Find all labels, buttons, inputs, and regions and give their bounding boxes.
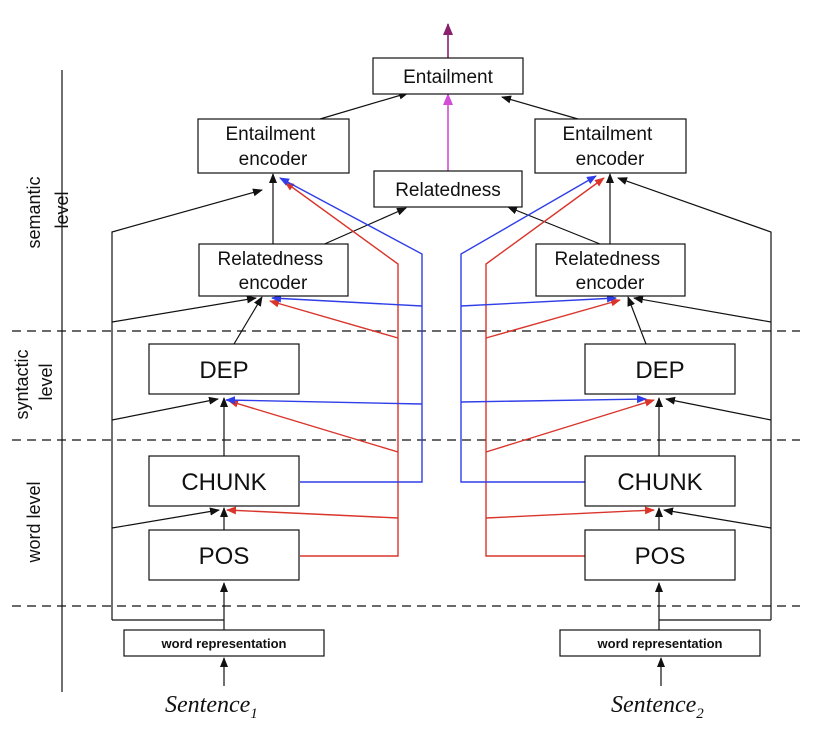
left-pos-red-to-rel-enc <box>269 299 399 339</box>
svg-text:Relatedness: Relatedness <box>395 180 501 201</box>
svg-text:word representation: word representation <box>161 636 287 651</box>
right-pos-red-to-dep <box>485 398 655 453</box>
right-bypass-to-dep <box>665 396 772 421</box>
right-entail-enc-to-entailment-arrow <box>501 95 579 120</box>
left-dep-to-rel-enc-arrow <box>233 296 263 345</box>
left-pos-red-trunk <box>284 181 399 557</box>
left-bypass-line <box>111 188 263 620</box>
left-entailment-encoder-node: Entailment encoder <box>197 118 350 174</box>
left-chunk-node: CHUNK <box>148 455 300 507</box>
word-level-label: word level <box>24 481 44 563</box>
svg-text:Entailment encoder: Entailment encoder <box>225 124 320 170</box>
svg-text:CHUNK: CHUNK <box>181 469 266 496</box>
right-word-representation-node: word representation <box>559 629 761 657</box>
svg-text:DEP: DEP <box>199 357 248 384</box>
right-rel-enc-to-relatedness-arrow <box>507 206 606 247</box>
left-pos-node: POS <box>148 529 300 581</box>
right-dep-to-rel-enc-arrow <box>627 296 647 345</box>
left-bypass-to-chunk <box>111 507 220 529</box>
left-word-representation-node: word representation <box>123 629 325 657</box>
left-dep-node: DEP <box>148 343 300 395</box>
right-entailment-encoder-node: Entailment encoder <box>534 118 687 174</box>
svg-text:Entailment: Entailment <box>403 67 493 88</box>
svg-text:CHUNK: CHUNK <box>617 469 702 496</box>
right-chunk-node: CHUNK <box>584 455 736 507</box>
right-pos-red-to-chunk <box>485 506 655 519</box>
svg-text:POS: POS <box>635 543 686 570</box>
left-rel-enc-to-relatedness-arrow <box>319 207 407 247</box>
right-chunk-blue-trunk <box>460 175 597 483</box>
left-chunk-blue-to-rel-enc <box>271 294 423 307</box>
left-chunk-blue-to-dep <box>225 396 423 405</box>
right-bypass-to-rel-enc <box>633 295 772 323</box>
left-relatedness-encoder-node: Relatedness encoder <box>198 243 349 297</box>
right-pos-red-trunk <box>485 177 605 557</box>
right-relatedness-encoder-node: Relatedness encoder <box>535 243 686 297</box>
svg-text:POS: POS <box>199 543 250 570</box>
right-pos-node: POS <box>584 529 736 581</box>
left-entail-enc-to-entailment-arrow <box>319 91 409 120</box>
left-pos-red-to-dep <box>228 399 399 453</box>
svg-text:word representation: word representation <box>597 636 723 651</box>
left-bypass-to-rel-enc <box>111 295 257 323</box>
relatedness-node: Relatedness <box>373 170 523 208</box>
syntactic-level-label: syntactic level <box>12 344 56 419</box>
right-chunk-blue-to-dep <box>460 395 647 404</box>
sentence-2-label: Sentence2 <box>611 692 704 722</box>
left-chunk-blue-trunk <box>279 177 423 483</box>
semantic-level-label: semantic level <box>24 171 72 248</box>
left-bypass-to-dep <box>111 396 219 421</box>
sentence-1-label: Sentence1 <box>165 692 258 722</box>
right-pos-red-to-rel-enc <box>485 298 621 339</box>
right-chunk-blue-to-rel-enc <box>460 294 617 307</box>
entailment-node: Entailment <box>372 57 524 95</box>
svg-text:Relatedness encoder: Relatedness encoder <box>555 249 666 294</box>
svg-text:Entailment encoder: Entailment encoder <box>562 124 657 170</box>
left-pos-red-to-chunk <box>226 506 399 519</box>
svg-text:DEP: DEP <box>635 357 684 384</box>
right-dep-node: DEP <box>584 343 736 395</box>
right-bypass-to-chunk <box>663 507 772 529</box>
right-bypass-line <box>617 177 772 620</box>
svg-text:Relatedness encoder: Relatedness encoder <box>218 249 329 294</box>
